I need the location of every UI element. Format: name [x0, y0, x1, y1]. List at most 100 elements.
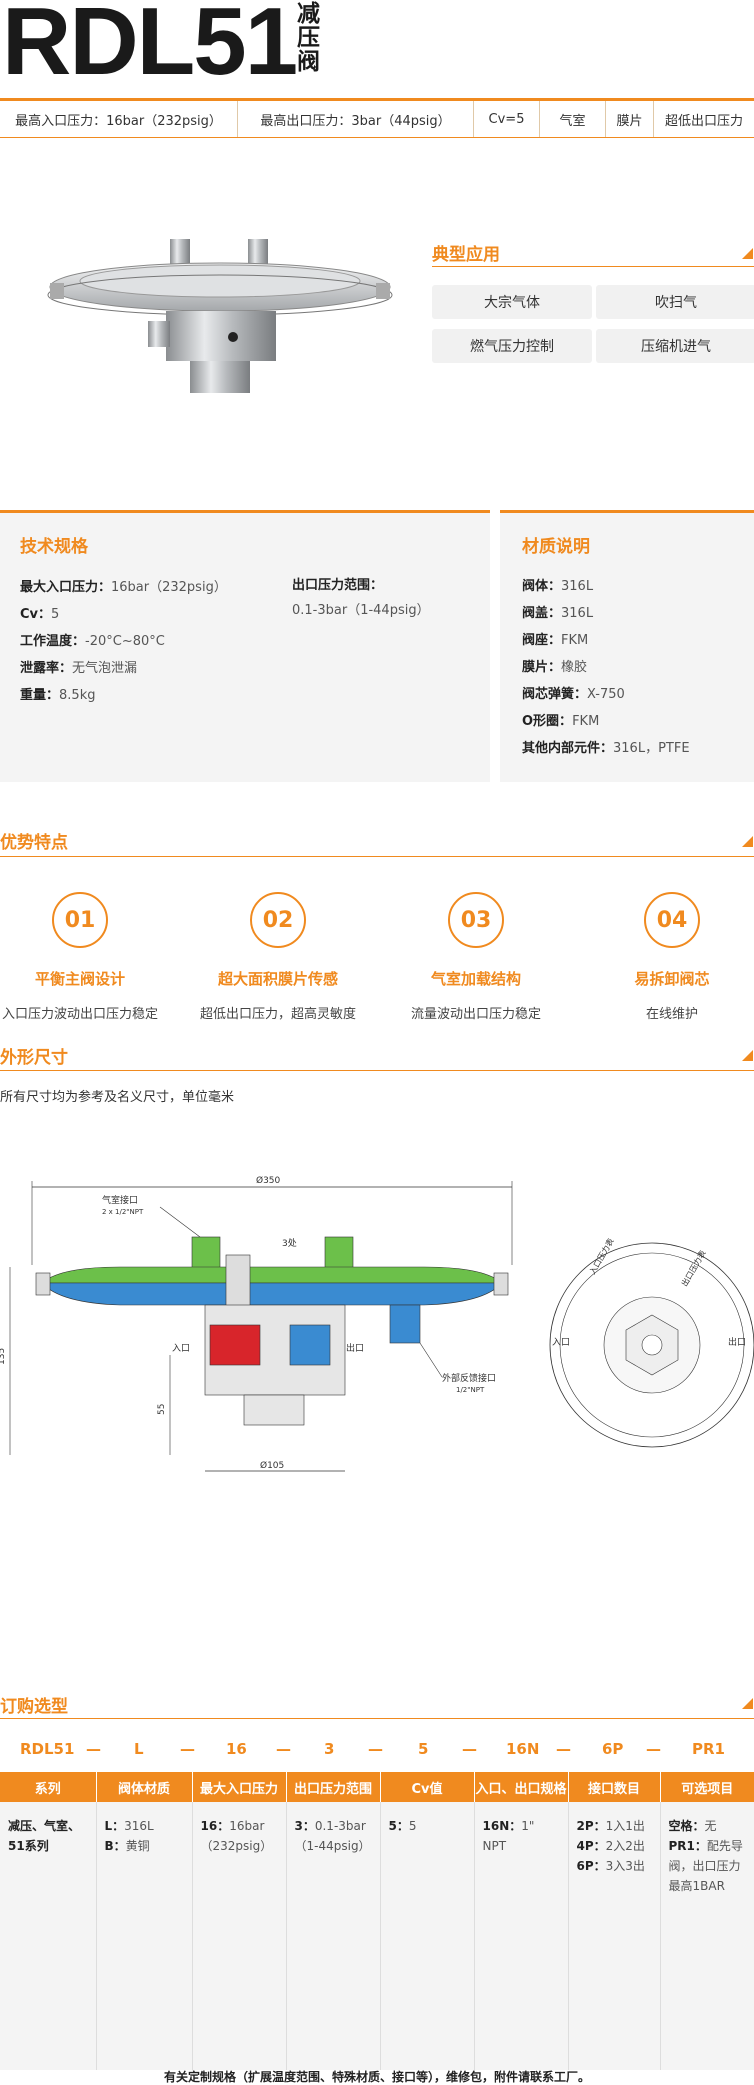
feature-number: 03 [448, 892, 504, 948]
feature-desc: 入口压力波动出口压力稳定 [1, 1007, 158, 1022]
three-places-label: 3处 [282, 1237, 297, 1249]
dimensions-divider [0, 1070, 754, 1071]
code-sep: — [368, 1740, 383, 1758]
application-tag: 燃气压力控制 [432, 329, 592, 363]
chamber-port-size: 2 x 1/2"NPT [102, 1208, 144, 1216]
col-header: 入口、出口规格 [474, 1772, 569, 1802]
spec-max-inlet: 最高入口压力：16bar（232psig） [0, 101, 238, 137]
feature-card: 04 易拆卸阀芯 在线维护 [572, 892, 754, 1022]
material-item: 阀座：FKM [522, 633, 589, 648]
code-cv: 5 [418, 1740, 429, 1758]
col-header: 系列 [0, 1772, 97, 1802]
feature-card: 03 气室加载结构 流量波动出口压力稳定 [376, 892, 576, 1022]
applications-title: 典型应用 [432, 245, 500, 265]
dim-135-label: 135 [0, 1348, 7, 1365]
dimensions-note: 所有尺寸均为参考及名义尺寸，单位毫米 [0, 1090, 235, 1105]
outlet-label: 出口 [346, 1342, 364, 1354]
series-cell: 减压、气室、51系列 [0, 1802, 97, 2070]
materials-panel [500, 510, 754, 782]
feature-card: 02 超大面积膜片传感 超低出口压力，超高灵敏度 [178, 892, 378, 1022]
feature-number: 04 [644, 892, 700, 948]
material-item: 其他内部元件：316L，PTFE [522, 741, 690, 756]
model-name: RDL51 [2, 0, 298, 95]
col-header: Cv值 [380, 1772, 475, 1802]
dim-105-label: Ø105 [260, 1460, 284, 1471]
corner-triangle-icon [742, 1050, 753, 1061]
code-inlet: 16 [226, 1740, 247, 1758]
feature-desc: 超低出口压力，超高灵敏度 [199, 1007, 356, 1022]
feedback-port-size: 1/2"NPT [456, 1386, 485, 1394]
col-header: 可选项目 [660, 1772, 754, 1802]
feature-title: 超大面积膜片传感 [217, 970, 338, 988]
spec-cv: Cv=5 [474, 101, 540, 137]
applications-divider [432, 266, 754, 267]
cv-cell: 5：5 [380, 1802, 475, 2070]
dimensions-title: 外形尺寸 [0, 1048, 68, 1068]
side-outlet-gauge-label: 出口压力表 [679, 1248, 708, 1288]
material-item: 膜片：橡胶 [522, 660, 588, 675]
spec-diaphragm: 膜片 [606, 101, 654, 137]
feature-desc: 在线维护 [645, 1007, 698, 1022]
outlet-cell: 3：0.1-3bar（1-44psig） [286, 1802, 381, 2070]
inlet-cell: 16：16bar（232psig） [192, 1802, 287, 2070]
materials-title: 材质说明 [522, 537, 590, 557]
code-sep: — [646, 1740, 661, 1758]
tech-spec-item: 泄露率：无气泡泄漏 [20, 661, 138, 676]
tech-spec-item: 工作温度：-20°C~80°C [20, 634, 165, 649]
product-image [47, 239, 393, 393]
corner-triangle-icon [742, 836, 753, 847]
outlet-range-value: 0.1-3bar（1-44psig） [292, 603, 430, 618]
code-sep: — [462, 1740, 477, 1758]
ports-count-cell: 2P：1入1出 4P：2入2出 6P：3入3出 [568, 1802, 661, 2070]
model-subtitle: 减压阀 [297, 1, 320, 75]
body-cell: L：316L B：黄铜 [96, 1802, 193, 2070]
options-cell: 空格：无 PR1：配先导阀，出口压力最高1BAR [660, 1802, 754, 2070]
table-row: 减压、气室、51系列 L：316L B：黄铜 16：16bar（232psig）… [0, 1802, 754, 2070]
col-header: 最大入口压力 [192, 1772, 287, 1802]
material-item: 阀体：316L [522, 579, 594, 594]
feature-title: 易拆卸阀芯 [634, 970, 710, 988]
ordering-divider [0, 1718, 754, 1719]
dimension-drawing: Ø350 气室接口 2 x 1/2"NPT 3处 135 55 入口 出口 外部… [0, 1175, 754, 1472]
side-outlet-label: 出口 [728, 1336, 746, 1348]
chamber-port-label: 气室接口 [102, 1194, 138, 1206]
feedback-port-label: 外部反馈接口 [442, 1372, 496, 1384]
spec-low-outlet: 超低出口压力 [664, 113, 743, 129]
tech-spec-item: Cv：5 [20, 607, 60, 622]
code-outlet: 3 [324, 1740, 335, 1758]
features-title: 优势特点 [0, 833, 68, 853]
material-item: 阀芯弹簧：X-750 [522, 687, 625, 702]
material-item: O形圈：FKM [522, 714, 600, 729]
side-inlet-gauge-label: 入口压力表 [587, 1236, 616, 1276]
dim-350-label: Ø350 [256, 1175, 281, 1186]
material-item: 阀盖：316L [522, 606, 594, 621]
spec-bar: 最高入口压力：16bar（232psig） 最高出口压力：3bar（44psig… [0, 98, 754, 138]
col-header: 阀体材质 [96, 1772, 193, 1802]
order-code: RDL51 — L — 16 — 3 — 5 — 16N — 6P — PR1 [0, 1740, 754, 1762]
tech-spec-title: 技术规格 [20, 537, 88, 557]
footer-note: 有关定制规格（扩展温度范围、特殊材质、接口等），维修包，附件请联系工厂。 [163, 2070, 590, 2084]
header: RDL51 减压阀 [0, 0, 754, 98]
code-series: RDL51 [20, 1740, 75, 1758]
feature-title: 平衡主阀设计 [34, 970, 125, 988]
side-inlet-label: 入口 [552, 1337, 570, 1348]
code-body: L [134, 1740, 144, 1758]
code-sep: — [180, 1740, 195, 1758]
corner-triangle-icon [742, 1698, 753, 1709]
spec-chamber: 气室 [540, 101, 606, 137]
feature-card: 01 平衡主阀设计 入口压力波动出口压力稳定 [0, 892, 180, 1022]
feature-number: 02 [250, 892, 306, 948]
application-tag: 压缩机进气 [596, 329, 754, 363]
code-port: 16N [506, 1740, 540, 1758]
feature-desc: 流量波动出口压力稳定 [410, 1007, 541, 1022]
dim-55-label: 55 [157, 1404, 167, 1415]
application-tag: 吹扫气 [596, 285, 754, 319]
features-divider [0, 856, 754, 857]
outlet-range-label: 出口压力范围： [292, 578, 384, 593]
tech-spec-panel [0, 510, 490, 782]
inlet-label: 入口 [172, 1343, 190, 1354]
code-sep: — [556, 1740, 571, 1758]
code-sep: — [276, 1740, 291, 1758]
col-header: 接口数目 [568, 1772, 661, 1802]
ordering-title: 订购选型 [0, 1697, 68, 1717]
